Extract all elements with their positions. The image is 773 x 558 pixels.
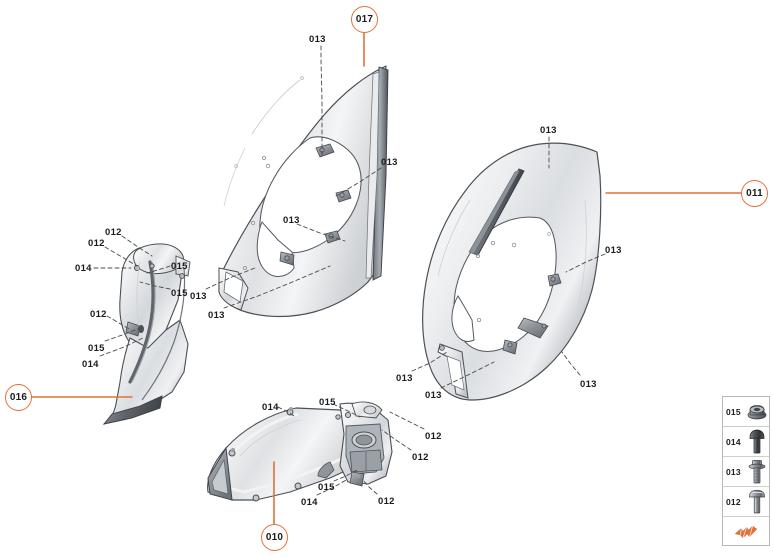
leader-line-013-8	[440, 361, 495, 389]
callout-leaders	[31, 32, 742, 525]
orange-arrow-icon	[734, 519, 758, 545]
part-label-013-0: 013	[309, 34, 326, 45]
leader-line-015-13	[146, 265, 171, 274]
part-label-013-5: 013	[540, 125, 557, 136]
callout-010[interactable]: 010	[261, 524, 288, 551]
leader-line-015-16	[104, 327, 141, 342]
leader-line-013-6	[565, 253, 606, 273]
part-010-duct	[207, 401, 393, 502]
part-label-012-20: 012	[425, 431, 442, 442]
leader-line-013-1	[335, 167, 382, 197]
part-label-015-22: 015	[318, 482, 335, 493]
leader-line-014-17	[99, 337, 144, 357]
leader-line-012-15	[106, 315, 130, 330]
part-label-012-24: 012	[378, 496, 395, 507]
callout-011[interactable]: 011	[741, 180, 768, 207]
flange-nut-icon	[746, 399, 769, 425]
legend-row-013[interactable]: 013	[723, 457, 769, 487]
legend-row-014[interactable]: 014	[723, 427, 769, 457]
fastener-legend: 015 014	[722, 396, 770, 546]
pan-head-screw-icon	[746, 489, 769, 515]
flange-bolt-icon	[746, 459, 769, 485]
part-label-013-9: 013	[580, 379, 597, 390]
part-label-013-8: 013	[425, 390, 442, 401]
leader-line-013-3	[205, 267, 256, 290]
part-label-013-7: 013	[396, 373, 413, 384]
part-label-012-21: 012	[412, 452, 429, 463]
part-011-shroud	[422, 142, 602, 401]
part-label-015-16: 015	[88, 343, 105, 354]
leader-line-013-9	[561, 351, 581, 376]
part-label-013-6: 013	[605, 245, 622, 256]
part-label-014-19: 014	[262, 402, 279, 413]
part-label-013-2: 013	[283, 215, 300, 226]
legend-number-015: 015	[726, 406, 741, 417]
legend-row-012[interactable]: 012	[723, 487, 769, 517]
leader-lines	[93, 45, 606, 496]
leader-line-013-4	[223, 265, 331, 309]
leader-line-012-24	[361, 478, 378, 495]
part-label-014-12: 014	[75, 263, 92, 274]
legend-row-015[interactable]: 015	[723, 397, 769, 427]
part-label-014-23: 014	[301, 497, 318, 508]
leader-line-012-21	[381, 429, 412, 451]
round-head-bolt-icon	[746, 429, 769, 455]
leader-line-015-18	[332, 403, 361, 418]
legend-number-013: 013	[726, 466, 741, 477]
leader-line-013-2	[296, 223, 346, 242]
part-label-013-1: 013	[381, 157, 398, 168]
callout-017[interactable]: 017	[351, 6, 378, 33]
part-label-012-10: 012	[105, 227, 122, 238]
part-label-015-14: 015	[171, 288, 188, 299]
leader-line-013-0	[320, 45, 323, 156]
legend-number-012: 012	[726, 496, 741, 507]
leader-line-015-22	[333, 469, 358, 482]
callout-016[interactable]: 016	[5, 384, 32, 411]
part-016-duct	[102, 243, 191, 425]
leader-line-012-20	[389, 411, 425, 430]
leader-line-012-11	[104, 246, 138, 267]
legend-number-014: 014	[726, 436, 741, 447]
part-label-012-11: 012	[88, 238, 105, 249]
part-label-013-3: 013	[190, 291, 207, 302]
leader-line-013-7	[411, 351, 448, 372]
part-label-013-4: 013	[208, 310, 225, 321]
part-017-shroud	[218, 65, 389, 318]
part-label-015-13: 015	[171, 261, 188, 272]
leader-line-014-19	[277, 406, 295, 417]
leader-line-014-23	[316, 478, 349, 496]
part-label-015-18: 015	[319, 397, 336, 408]
leader-line-012-10	[121, 235, 153, 257]
part-label-014-17: 014	[82, 359, 99, 370]
legend-row-arrow[interactable]	[723, 517, 769, 547]
leader-line-015-14	[139, 281, 171, 290]
part-label-012-15: 012	[90, 309, 107, 320]
